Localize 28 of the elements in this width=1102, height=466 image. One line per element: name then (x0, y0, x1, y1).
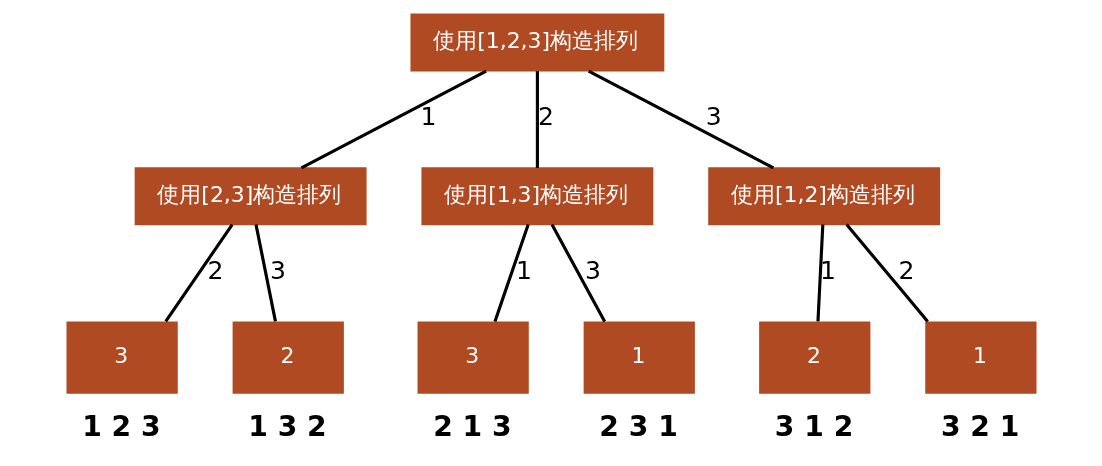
node-label: 2 1 3 (432, 409, 512, 443)
edge-label: 3 (269, 255, 286, 285)
node-label: 1 3 2 (247, 409, 327, 443)
node-box: 使用[2,3]构造排列 (134, 167, 367, 226)
connector (550, 223, 606, 323)
connector (163, 223, 233, 323)
edge-label: 2 (897, 255, 914, 285)
connector (844, 223, 929, 323)
connector (587, 69, 774, 170)
connector (535, 71, 539, 168)
edge-label: 2 (206, 255, 223, 285)
node-label: 2 3 1 (598, 409, 678, 443)
node-box: 使用[1,2,3]构造排列 (409, 13, 664, 72)
node-label: 3 1 2 (774, 409, 853, 443)
node-box: 使用[1,3]构造排列 (420, 167, 653, 226)
connector (492, 224, 530, 322)
node-label: 1 2 3 (81, 409, 161, 443)
connector (815, 224, 824, 322)
node-box: 使用[1,2]构造排列 (707, 167, 940, 226)
edge-label: 1 (819, 255, 836, 285)
edge-label: 2 (537, 102, 554, 132)
node-label: 3 2 1 (940, 409, 1019, 443)
connector (253, 224, 277, 322)
edge-label: 1 (515, 255, 532, 285)
edge-label: 3 (584, 255, 601, 285)
connector (300, 69, 487, 170)
edge-label: 3 (705, 102, 722, 132)
edge-label: 1 (420, 102, 436, 132)
